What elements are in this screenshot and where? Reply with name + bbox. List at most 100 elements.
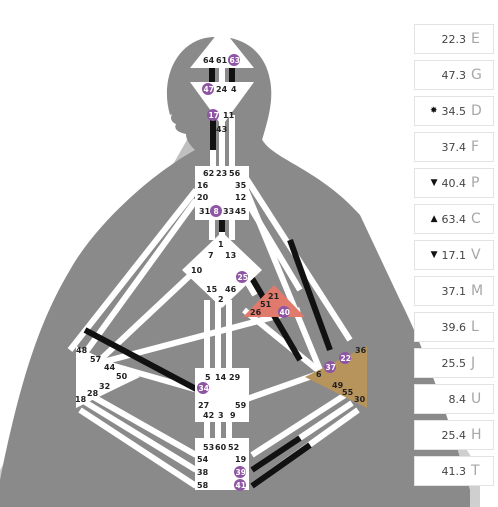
gate-16: 16: [197, 181, 209, 190]
gate-52: 52: [228, 443, 239, 452]
activation-value: 8.4: [448, 392, 467, 406]
triangle-down-icon: ▼: [430, 178, 438, 188]
activation-row-e[interactable]: 22.3 E: [414, 24, 494, 54]
activation-row-l[interactable]: 39.6 L: [414, 312, 494, 342]
activation-row-m[interactable]: 37.1 M: [414, 276, 494, 306]
triangle-up-icon: ▲: [430, 214, 438, 224]
gate-48: 48: [76, 346, 88, 355]
gate-23: 23: [216, 169, 227, 178]
gate-63-marker: [228, 54, 240, 66]
activation-row-v[interactable]: ▼ 17.1 V: [414, 240, 494, 270]
gate-34: 34: [199, 384, 209, 393]
gate-26: 26: [250, 308, 262, 317]
activation-value: 37.4: [441, 140, 467, 154]
gate-43: 43: [216, 125, 227, 134]
gate-50: 50: [116, 372, 128, 381]
gate-17-marker: [207, 109, 219, 121]
gate-40: 40: [280, 308, 290, 317]
activation-row-t[interactable]: 41.3 T: [414, 456, 494, 486]
gate-20: 20: [197, 193, 209, 202]
activation-row-f[interactable]: 37.4 F: [414, 132, 494, 162]
gate-30: 30: [354, 395, 366, 404]
activation-row-c[interactable]: ▲ 63.4 C: [414, 204, 494, 234]
gate-7: 7: [208, 251, 214, 260]
activation-row-g[interactable]: 47.3 G: [414, 60, 494, 90]
gate-22: 22: [341, 354, 351, 363]
activation-letter: L: [471, 319, 479, 335]
gate-21: 21: [268, 292, 280, 301]
gate-45: 45: [235, 207, 247, 216]
gate-4: 4: [231, 85, 237, 94]
activation-row-h[interactable]: 25.4 H: [414, 420, 494, 450]
bodygraph: 64 61 63 47 24 4 17 11 43 62 23 56 16 35…: [0, 36, 480, 507]
activation-letter: U: [471, 391, 482, 407]
gate-24: 24: [216, 85, 228, 94]
gate-58: 58: [197, 481, 209, 490]
activation-letter: F: [471, 139, 480, 155]
gate-56: 56: [229, 169, 241, 178]
gate-54: 54: [197, 455, 209, 464]
activation-value: 34.5: [441, 104, 467, 118]
gate-34-marker: [197, 382, 209, 394]
gate-37: 37: [326, 363, 336, 372]
activation-letter: V: [471, 247, 481, 263]
activation-value: 22.3: [441, 32, 467, 46]
solar-plexus-center[interactable]: [305, 346, 367, 408]
gate-8-marker: [210, 205, 222, 217]
activation-value: 37.1: [441, 284, 467, 298]
gate-15: 15: [206, 285, 218, 294]
activation-letter: H: [471, 427, 482, 443]
ego-center[interactable]: [243, 285, 305, 317]
spleen-center[interactable]: [76, 346, 140, 408]
activation-row-d[interactable]: ✸ 34.5 D: [414, 96, 494, 126]
gate-37-marker: [324, 361, 336, 373]
activation-letter: T: [471, 463, 480, 479]
gate-25: 25: [238, 273, 248, 282]
gate-9: 9: [230, 411, 236, 420]
gate-11: 11: [223, 111, 235, 120]
gate-61: 61: [216, 56, 228, 65]
gate-31: 31: [199, 207, 211, 216]
gate-35: 35: [235, 181, 247, 190]
gate-13: 13: [225, 251, 236, 260]
activation-value: 63.4: [441, 212, 467, 226]
gate-28: 28: [87, 389, 99, 398]
gate-labels: 64 61 63 47 24 4 17 11 43 62 23 56 16 35…: [75, 54, 367, 491]
gate-59: 59: [235, 401, 247, 410]
activation-letter: P: [471, 175, 480, 191]
gate-5: 5: [205, 373, 211, 382]
gate-22-marker: [339, 352, 351, 364]
activation-value: 25.4: [441, 428, 467, 442]
gate-46: 46: [225, 285, 237, 294]
gate-18: 18: [75, 395, 87, 404]
activation-letter: D: [471, 103, 482, 119]
gate-1: 1: [218, 240, 224, 249]
gate-12: 12: [235, 193, 246, 202]
activation-row-p[interactable]: ▼ 40.4 P: [414, 168, 494, 198]
activation-row-j[interactable]: 25.5 J: [414, 348, 494, 378]
gate-60: 60: [215, 443, 227, 452]
gate-14: 14: [215, 373, 227, 382]
activation-value: 25.5: [441, 356, 467, 370]
gate-44: 44: [104, 363, 116, 372]
gate-3: 3: [218, 411, 224, 420]
gate-64: 64: [203, 56, 215, 65]
gate-47-marker: [202, 83, 214, 95]
gate-32: 32: [99, 382, 110, 391]
g-center[interactable]: [182, 232, 262, 308]
gate-47: 47: [204, 85, 214, 94]
gate-40-marker: [278, 306, 290, 318]
activation-row-u[interactable]: 8.4 U: [414, 384, 494, 414]
gate-53: 53: [203, 443, 214, 452]
gate-55: 55: [342, 388, 354, 397]
gate-38: 38: [197, 468, 209, 477]
gate-10: 10: [191, 266, 203, 275]
gate-6: 6: [316, 370, 322, 379]
sacral-center[interactable]: [195, 368, 249, 422]
gate-2: 2: [218, 295, 224, 304]
gate-17: 17: [209, 111, 219, 120]
gate-29: 29: [229, 373, 241, 382]
sun-icon: ✸: [429, 106, 438, 116]
channels: [67, 68, 360, 489]
gate-27: 27: [198, 401, 209, 410]
